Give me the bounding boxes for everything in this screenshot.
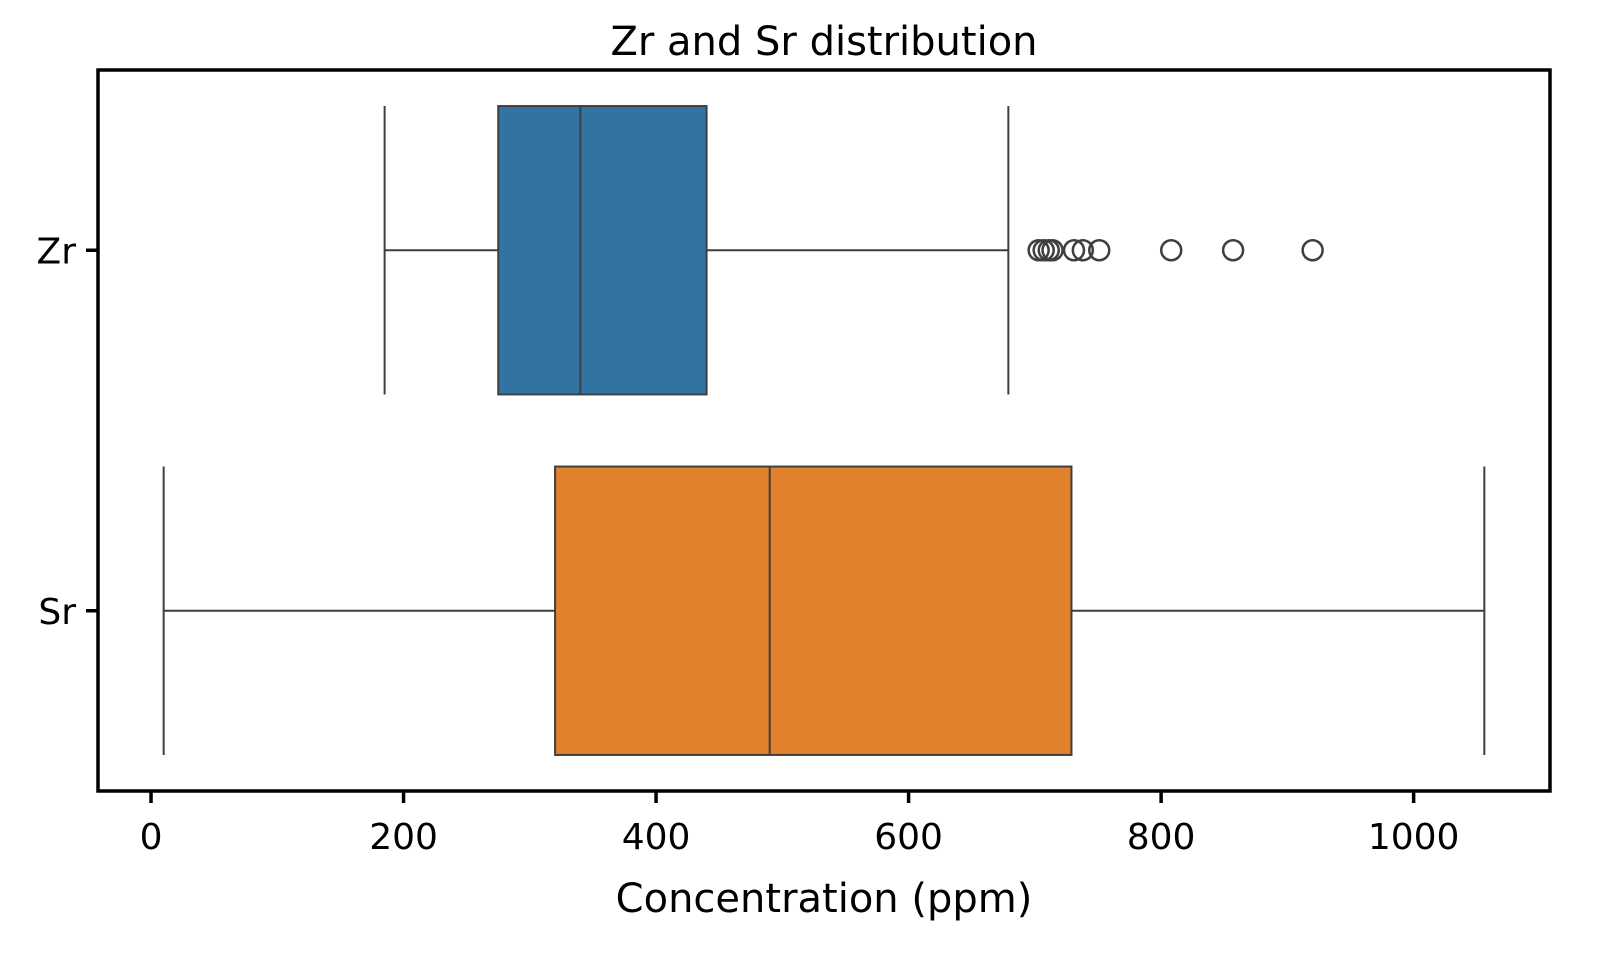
outlier-point: [1087, 239, 1111, 262]
outlier-point: [1041, 239, 1064, 262]
outlier-point: [1159, 239, 1183, 262]
y-tick-label: Sr: [38, 592, 76, 633]
x-axis-label: Concentration (ppm): [616, 876, 1033, 922]
chart-title: Zr and Sr distribution: [610, 19, 1037, 65]
x-tick-label: 200: [369, 817, 438, 858]
x-tick-label: 600: [874, 817, 943, 858]
outlier-point: [1221, 239, 1245, 262]
outlier-point: [1071, 239, 1095, 262]
outlier-point: [1301, 239, 1324, 262]
y-tick-label: Zr: [37, 231, 77, 272]
x-tick-label: 0: [140, 817, 163, 858]
x-tick-label: 800: [1127, 817, 1196, 858]
box-zr: [497, 105, 708, 396]
box-sr: [554, 465, 1073, 756]
outlier-point: [1062, 239, 1086, 262]
x-tick-label: 1000: [1368, 817, 1460, 858]
plot-frame: [96, 68, 1552, 793]
x-tick-label: 400: [622, 817, 691, 858]
